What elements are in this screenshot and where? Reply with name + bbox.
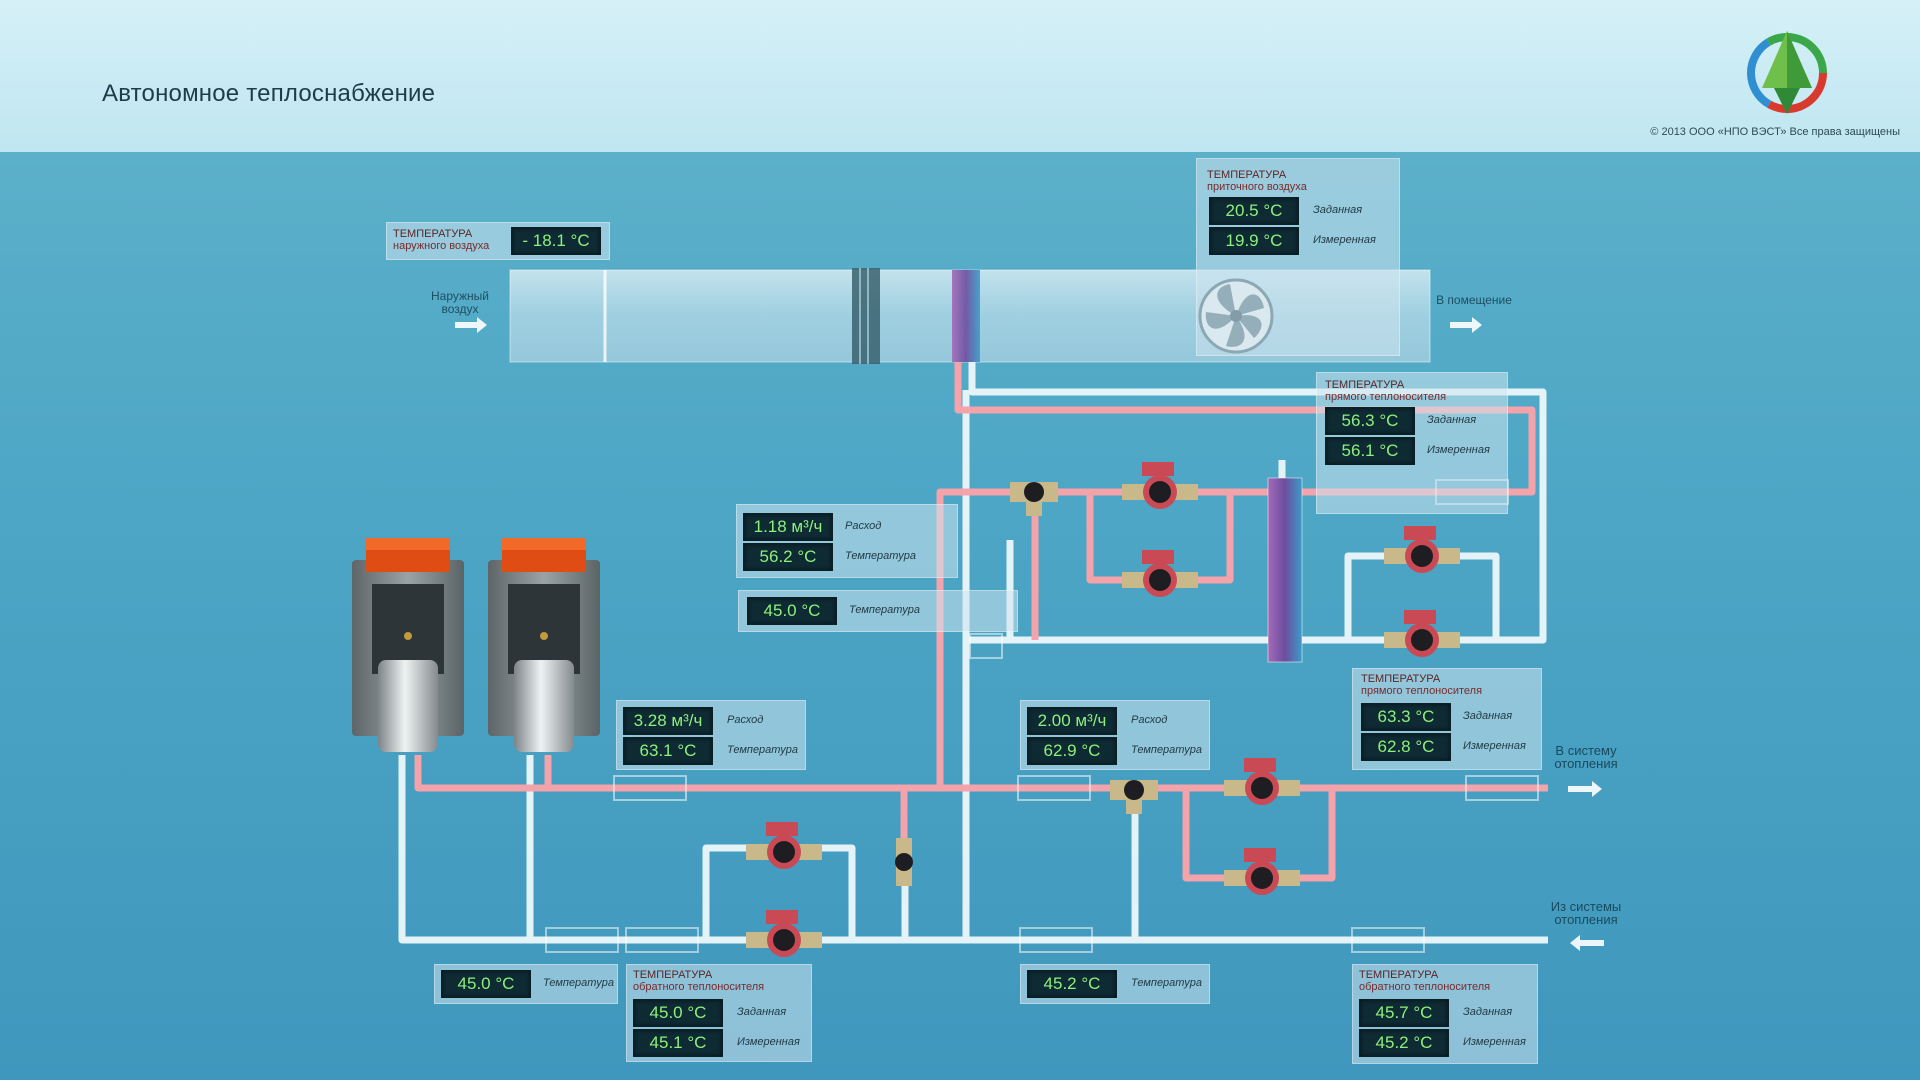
- pump-icon: [746, 822, 822, 869]
- boiler-flow-label: Расход: [727, 714, 764, 726]
- arrow-right-icon: [1450, 317, 1482, 333]
- direct-coolant-1-set-label: Заданная: [1427, 414, 1477, 426]
- valve-icon: [895, 838, 913, 886]
- heating-flow-label: Расход: [1131, 714, 1168, 726]
- pump-icon: [1384, 526, 1460, 573]
- return-coolant-1-set-label: Заданная: [737, 1006, 787, 1018]
- heat-exchanger: [1267, 477, 1303, 663]
- vent-temp-value: 56.2 °C: [743, 543, 833, 571]
- direct-coolant-2-panel: ТЕМПЕРАТУРА прямого теплоносителя 63.3 °…: [1352, 668, 1542, 770]
- valve-icon: [1010, 482, 1058, 516]
- return-left-label: Температура: [543, 977, 614, 989]
- return-coolant-2-meas-value: 45.2 °C: [1359, 1029, 1449, 1057]
- heating-temp-value: 62.9 °C: [1027, 737, 1117, 765]
- return-left-value: 45.0 °C: [441, 970, 531, 998]
- return-coolant-2-meas-label: Измеренная: [1463, 1036, 1526, 1048]
- boiler-1: [352, 538, 464, 752]
- heating-flow-value: 2.00 м³/ч: [1027, 707, 1117, 735]
- supply-air-meas-label: Измеренная: [1313, 234, 1376, 246]
- boiler-temp-label: Температура: [727, 744, 798, 756]
- return-coolant-2-panel: ТЕМПЕРАТУРА обратного теплоносителя 45.7…: [1352, 964, 1538, 1064]
- to-room-label: В помещение: [1436, 293, 1512, 307]
- direct-coolant-1-set-value: 56.3 °C: [1325, 407, 1415, 435]
- outdoor-temp-title: ТЕМПЕРАТУРА: [393, 228, 473, 240]
- pump-icon: [1384, 610, 1460, 657]
- vent-return-panel: 45.0 °C Температура: [738, 590, 1018, 632]
- from-heating-label: Из системы отопления: [1550, 899, 1622, 927]
- pump-icon: [1122, 550, 1198, 597]
- boiler-out-panel: 3.28 м³/ч Расход 63.1 °C Температура: [616, 700, 806, 770]
- direct-coolant-2-set-value: 63.3 °C: [1361, 703, 1451, 731]
- copyright: © 2013 ООО «НПО ВЭСТ» Все права защищены: [1650, 126, 1900, 138]
- valve-icon: [1110, 780, 1158, 814]
- supply-air-set-value: 20.5 °C: [1209, 197, 1299, 225]
- direct-coolant-2-title: ТЕМПЕРАТУРА: [1361, 673, 1441, 685]
- arrow-right-icon: [1568, 781, 1602, 797]
- to-heating-label: В систему отопления: [1554, 743, 1618, 771]
- return-coolant-1-subtitle: обратного теплоносителя: [633, 981, 765, 993]
- return-mid-label: Температура: [1131, 977, 1202, 989]
- vent-return-label: Температура: [849, 604, 920, 616]
- vent-temp-label: Температура: [845, 550, 916, 562]
- boiler-flow-value: 3.28 м³/ч: [623, 707, 713, 735]
- direct-coolant-1-meas-label: Измеренная: [1427, 444, 1490, 456]
- direct-coolant-1-panel: ТЕМПЕРАТУРА прямого теплоносителя 56.3 °…: [1316, 372, 1508, 514]
- arrow-right-icon: [455, 317, 487, 333]
- boiler-2: [488, 538, 600, 752]
- return-coolant-2-set-value: 45.7 °C: [1359, 999, 1449, 1027]
- direct-coolant-2-meas-label: Измеренная: [1463, 740, 1526, 752]
- return-left-panel: 45.0 °C Температура: [434, 964, 618, 1004]
- vent-circuit-panel: 1.18 м³/ч Расход 56.2 °C Температура: [736, 504, 958, 578]
- direct-coolant-1-subtitle: прямого теплоносителя: [1325, 391, 1447, 403]
- return-coolant-1-panel: ТЕМПЕРАТУРА обратного теплоносителя 45.0…: [626, 964, 812, 1062]
- supply-air-panel: ТЕМПЕРАТУРА приточного воздуха 20.5 °C З…: [1196, 158, 1400, 356]
- return-mid-panel: 45.2 °C Температура: [1020, 964, 1210, 1004]
- direct-coolant-2-set-label: Заданная: [1463, 710, 1513, 722]
- pump-icon: [1224, 848, 1300, 895]
- arrow-left-icon: [1570, 935, 1604, 951]
- return-mid-value: 45.2 °C: [1027, 970, 1117, 998]
- outdoor-temp-panel: ТЕМПЕРАТУРА наружного воздуха - 18.1 °C: [386, 222, 610, 260]
- pump-icon: [746, 910, 822, 957]
- boiler-temp-value: 63.1 °C: [623, 737, 713, 765]
- supply-air-subtitle: приточного воздуха: [1207, 181, 1307, 193]
- return-coolant-1-meas-label: Измеренная: [737, 1036, 800, 1048]
- heating-branch-panel: 2.00 м³/ч Расход 62.9 °C Температура: [1020, 700, 1210, 770]
- supply-air-set-label: Заданная: [1313, 204, 1363, 216]
- vent-return-value: 45.0 °C: [747, 597, 837, 625]
- return-coolant-1-set-value: 45.0 °C: [633, 999, 723, 1027]
- pump-icon: [1122, 462, 1198, 509]
- return-coolant-2-title: ТЕМПЕРАТУРА: [1359, 969, 1439, 981]
- direct-coolant-2-meas-value: 62.8 °C: [1361, 733, 1451, 761]
- return-coolant-2-subtitle: обратного теплоносителя: [1359, 981, 1491, 993]
- page-title: Автономное теплоснабжение: [102, 80, 436, 107]
- direct-coolant-1-title: ТЕМПЕРАТУРА: [1325, 379, 1405, 391]
- outdoor-temp-value: - 18.1 °C: [511, 227, 601, 255]
- logo-icon: [1747, 31, 1827, 114]
- direct-coolant-1-meas-value: 56.1 °C: [1325, 437, 1415, 465]
- supply-air-meas-value: 19.9 °C: [1209, 227, 1299, 255]
- heating-temp-label: Температура: [1131, 744, 1202, 756]
- header-bar: Автономное теплоснабжение © 2013 ООО «НП…: [0, 0, 1920, 152]
- vent-flow-label: Расход: [845, 520, 882, 532]
- vent-flow-value: 1.18 м³/ч: [743, 513, 833, 541]
- return-coolant-1-title: ТЕМПЕРАТУРА: [633, 969, 713, 981]
- outdoor-temp-subtitle: наружного воздуха: [393, 240, 490, 252]
- outside-air-label: Наружный воздух: [431, 289, 489, 316]
- return-coolant-2-set-label: Заданная: [1463, 1006, 1513, 1018]
- pump-icon: [1224, 758, 1300, 805]
- return-coolant-1-meas-value: 45.1 °C: [633, 1029, 723, 1057]
- supply-air-title: ТЕМПЕРАТУРА: [1207, 169, 1287, 181]
- direct-coolant-2-subtitle: прямого теплоносителя: [1361, 685, 1483, 697]
